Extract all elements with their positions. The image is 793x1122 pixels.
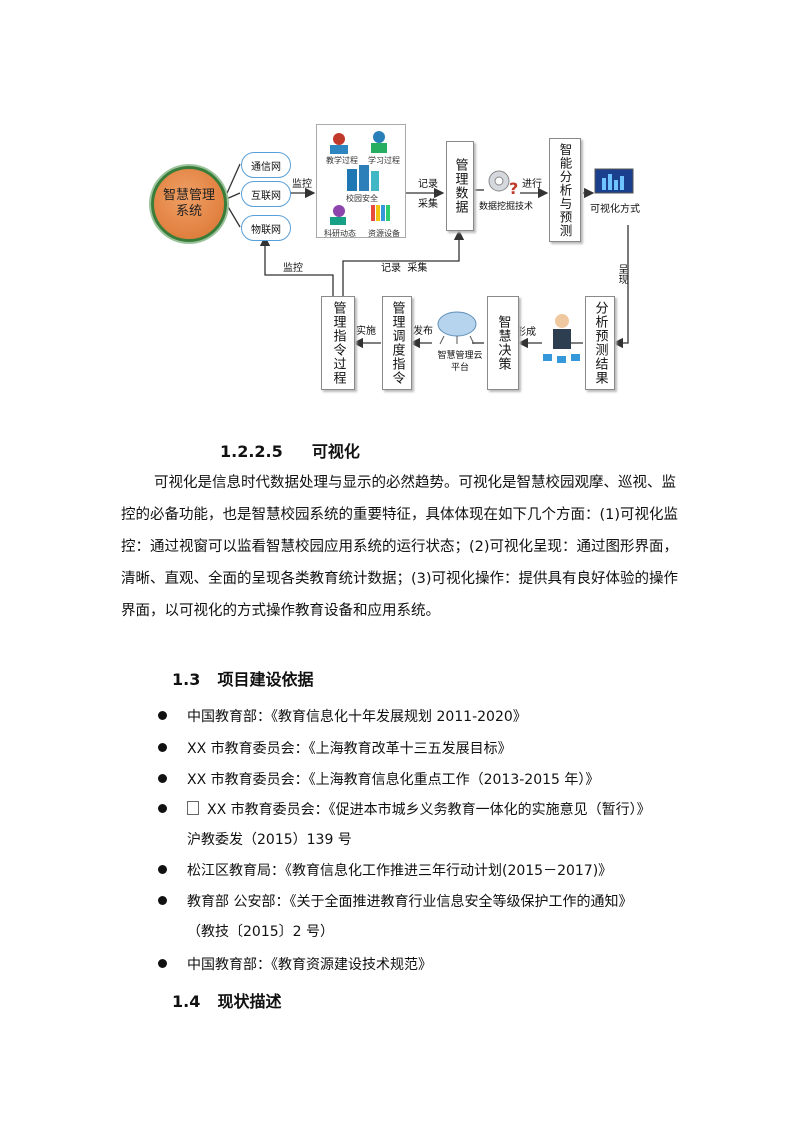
section-title: 现状描述 bbox=[217, 992, 282, 1011]
edge-label: 监控 bbox=[292, 179, 312, 190]
list-item-text-cont: （教技〔2015〕2 号） bbox=[187, 924, 334, 940]
section-number: 1.3 bbox=[172, 670, 201, 689]
network-cloud: 互联网 bbox=[241, 181, 291, 207]
node-results: 分析预测结果 bbox=[585, 296, 615, 390]
network-cloud: 通信网 bbox=[241, 152, 291, 178]
node-dispatch: 管理调度指令 bbox=[382, 296, 412, 390]
mining-gear-icon: ? bbox=[488, 170, 518, 198]
section-number: 1.2.2.5 bbox=[220, 442, 283, 461]
edge-label: 记录 bbox=[418, 179, 438, 190]
node-label: 管理调度指令 bbox=[389, 301, 405, 385]
node-label: 智能分析与预测 bbox=[557, 142, 573, 238]
decision-people-icon bbox=[543, 314, 580, 363]
panel-item-label: 科研动态 bbox=[324, 229, 356, 238]
node-label: 分析预测结果 bbox=[592, 301, 608, 385]
panel-icons bbox=[330, 131, 390, 225]
bullet-icon bbox=[158, 896, 167, 905]
network-label: 物联网 bbox=[251, 224, 281, 236]
node-process: 管理指令过程 bbox=[321, 296, 355, 390]
flow-diagram: 智慧管理系统 通信网 互联网 物联网 监控 教学过程 学习过程 校园安全 科研动… bbox=[0, 0, 793, 420]
section-heading-13: 1.3 项目建设依据 bbox=[172, 666, 314, 690]
node-management-data: 管理数据 bbox=[446, 141, 474, 231]
bullet-icon bbox=[158, 865, 167, 874]
edge-label: 形成 bbox=[516, 327, 536, 338]
list-item-text: XX 市教育委员会：《上海教育改革十三五发展目标》 bbox=[187, 741, 512, 757]
network-label: 互联网 bbox=[251, 190, 281, 202]
edge-label: 记录 采集 bbox=[381, 263, 428, 274]
list-item-text: XX 市教育委员会：《促进本市城乡义务教育一体化的实施意见（暂行）》 bbox=[207, 802, 651, 818]
edge-label: 实施 bbox=[356, 326, 376, 337]
section-heading-1225: 1.2.2.5 可视化 bbox=[220, 438, 360, 462]
section-title: 项目建设依据 bbox=[217, 670, 314, 689]
diagram-connectors bbox=[223, 163, 629, 349]
node-label: 智慧决策 bbox=[495, 315, 511, 371]
node-label: 管理数据 bbox=[452, 158, 468, 214]
network-cloud: 物联网 bbox=[241, 215, 291, 241]
body-paragraph: 可视化是信息时代数据处理与显示的必然趋势。可视化是智慧校园观摩、巡视、监控的必备… bbox=[121, 475, 679, 619]
node-label: 管理指令过程 bbox=[330, 301, 346, 385]
section-heading-14: 1.4 现状描述 bbox=[172, 988, 282, 1012]
monitor-screen-icon bbox=[594, 168, 634, 194]
bullet-icon bbox=[158, 804, 167, 813]
bullet-icon bbox=[158, 711, 167, 720]
list-item-text: 中国教育部：《教育资源建设技术规范》 bbox=[187, 957, 432, 973]
list-item-text: 教育部 公安部：《关于全面推进教育行业信息安全等级保护工作的通知》 bbox=[187, 894, 633, 910]
panel-item-label: 校园安全 bbox=[346, 194, 378, 203]
node-analysis: 智能分析与预测 bbox=[549, 138, 581, 242]
cloud-platform-icon bbox=[437, 311, 477, 345]
list-item-text-cont: 沪教委发（2015）139 号 bbox=[187, 832, 352, 848]
network-label: 通信网 bbox=[251, 161, 281, 173]
list-item-text: XX 市教育委员会：《上海教育信息化重点工作（2013-2015 年）》 bbox=[187, 772, 600, 788]
bullet-icon bbox=[158, 743, 167, 752]
node-mining-label: 数据挖掘技术 bbox=[479, 202, 534, 212]
bullet-icon bbox=[158, 774, 167, 783]
edge-label: 监控 bbox=[283, 263, 303, 274]
monitor-panel: 教学过程 学习过程 校园安全 科研动态 资源设备 bbox=[316, 124, 406, 238]
node-decision: 智慧决策 bbox=[487, 296, 519, 390]
node-cloud-label: 智慧管理云平台 bbox=[437, 351, 483, 373]
placeholder-box-icon bbox=[187, 801, 199, 815]
center-node-label: 智慧管理系统 bbox=[162, 187, 215, 219]
svg-text:?: ? bbox=[509, 179, 518, 198]
center-node: 智慧管理系统 bbox=[151, 166, 227, 242]
panel-item-label: 资源设备 bbox=[368, 229, 400, 238]
edge-label: 发布 bbox=[413, 326, 433, 337]
section-number: 1.4 bbox=[172, 992, 201, 1011]
bullet-icon bbox=[158, 959, 167, 968]
panel-item-label: 学习过程 bbox=[368, 156, 400, 165]
section-title: 可视化 bbox=[311, 442, 360, 461]
list-item-text: 中国教育部：《教育信息化十年发展规划 2011-2020》 bbox=[187, 709, 527, 725]
list-item-text: 松江区教育局：《教育信息化工作推进三年行动计划(2015－2017)》 bbox=[187, 863, 613, 879]
panel-item-label: 教学过程 bbox=[326, 156, 358, 165]
edge-label: 呈现 bbox=[616, 264, 627, 284]
node-visual-label: 可视化方式 bbox=[590, 204, 640, 215]
edge-label: 采集 bbox=[418, 199, 438, 210]
edge-label: 进行 bbox=[522, 179, 542, 190]
